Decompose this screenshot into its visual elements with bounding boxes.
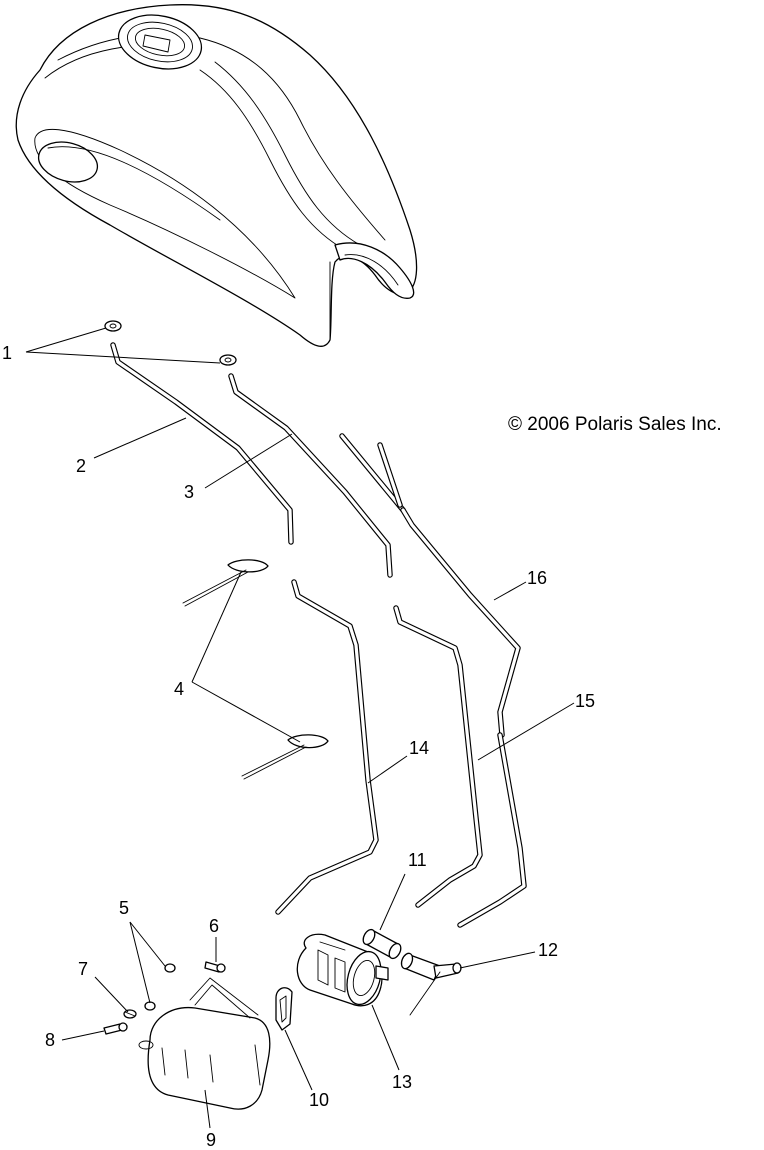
washer <box>123 1009 137 1019</box>
tie-strap <box>241 734 329 780</box>
callout-6: 6 <box>209 916 219 936</box>
callout-4: 4 <box>174 679 184 699</box>
callout-14: 14 <box>409 738 429 758</box>
bolt <box>204 961 226 973</box>
callout-16: 16 <box>527 568 547 588</box>
fuel-tank <box>15 4 418 347</box>
callout-12: 12 <box>538 940 558 960</box>
callout-2: 2 <box>76 456 86 476</box>
leader-lines <box>25 327 575 1129</box>
vent-fitting <box>400 952 462 1016</box>
callout-13: 13 <box>392 1072 412 1092</box>
copyright-notice: © 2006 Polaris Sales Inc. <box>508 414 722 435</box>
vent-hose-3 <box>228 373 393 578</box>
vent-hose-16 <box>339 433 521 738</box>
screw <box>103 1022 128 1035</box>
vent-hose-15 <box>393 605 527 928</box>
canister-clip <box>275 987 293 1031</box>
callout-8: 8 <box>45 1030 55 1050</box>
callout-7: 7 <box>78 959 88 979</box>
hose-sleeve <box>362 928 402 960</box>
nut <box>144 963 176 1011</box>
callout-15: 15 <box>575 691 595 711</box>
callout-11: 11 <box>408 850 427 870</box>
callout-1: 1 <box>2 343 12 363</box>
hose-clamp <box>219 354 237 366</box>
canister-bracket <box>138 977 271 1110</box>
vapor-canister <box>296 933 389 1007</box>
callout-5: 5 <box>119 898 129 918</box>
callout-10: 10 <box>309 1090 329 1110</box>
callout-3: 3 <box>184 482 194 502</box>
vent-hose-2 <box>110 342 294 545</box>
hose-clamp <box>104 320 122 332</box>
vent-hose-14 <box>275 579 379 915</box>
tie-strap <box>182 559 269 607</box>
callout-9: 9 <box>206 1130 216 1150</box>
